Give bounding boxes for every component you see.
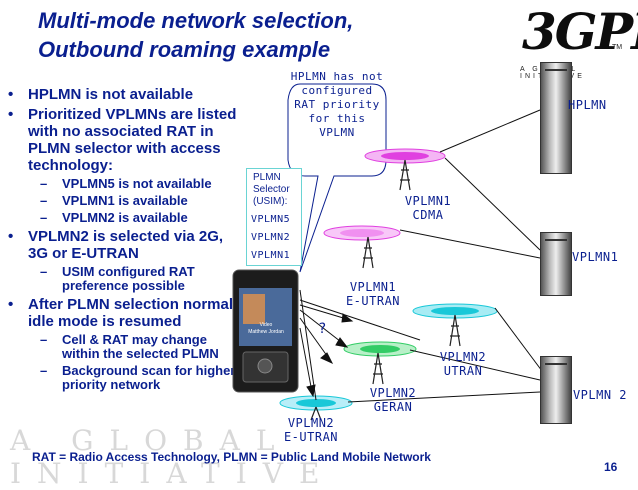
sub-bullet-item: Background scan for higher priority netw… [6,364,238,392]
title-line-2: Outbound roaming example [38,37,331,62]
sub-bullet-item: USIM configured RAT preference possible [6,265,238,293]
watermark-text: A GLOBAL INITIATIVE [10,424,336,490]
vplmn2-server [540,356,572,424]
sub-bullet-item: VPLMN1 is available [6,194,238,209]
network-diagram [232,83,546,421]
cell-label-eutran1: VPLMN1 E-UTRAN [345,280,401,308]
hplmn-server [540,62,572,174]
bullet-item: HPLMN is not available [6,86,238,103]
plmn-selector-box: PLMN Selector (USIM): VPLMN5 VPLMN2 VPLM… [246,168,302,266]
phone-screen-name: Matthew Jordan [248,329,284,335]
sub-bullet-item: Cell & RAT may change within the selecte… [6,333,238,361]
hplmn-label: HPLMN [568,98,607,112]
plmn-selector-item: VPLMN5 [251,214,291,225]
logo-tm: TM [612,44,623,51]
footer-note: RAT = Radio Access Technology, PLMN = Pu… [32,450,431,464]
question-mark: ? [318,321,327,337]
3gpp-logo: 3GPP [522,2,638,61]
tower-utran [449,314,461,347]
mobile-phone [232,269,299,393]
tower-eutran2 [310,406,322,421]
bullet-item: VPLMN2 is selected via 2G, 3G or E-UTRAN [6,228,238,262]
vplmn1-label: VPLMN1 [572,250,619,264]
plmn-selector-item: VPLMN1 [251,250,291,261]
bullet-item: After PLMN selection normal idle mode is… [6,296,238,330]
tower-cdma [399,159,411,191]
phone-screen-caption: Video [259,322,273,328]
bullet-item: Prioritized VPLMNs are listed with no as… [6,106,238,174]
plmn-selector-header: PLMN Selector (USIM): [253,172,290,207]
sub-bullet-item: VPLMN2 is available [6,211,238,226]
tower-eutran1 [362,236,374,269]
cell-label-geran: VPLMN2 GERAN [369,386,417,414]
slide-title: Multi-mode network selection, Outbound r… [38,6,458,64]
vplmn1-server [540,232,572,296]
callout-bubble [287,83,387,273]
plmn-selector-item: VPLMN2 [251,232,291,243]
callout-text: HPLMN has not configured RAT priority fo… [290,70,384,139]
vplmn2-label: VPLMN 2 [572,388,628,402]
cell-label-cdma: VPLMN1 CDMA [404,194,452,222]
cell-label-utran: VPLMN2 UTRAN [439,350,487,378]
page-number: 16 [604,460,618,474]
cell-label-eutran2: VPLMN2 E-UTRAN [283,416,339,444]
sub-bullet-item: VPLMN5 is not available [6,177,238,192]
bullet-list: HPLMN is not available Prioritized VPLMN… [6,86,238,395]
tower-geran [372,352,384,385]
title-line-1: Multi-mode network selection, [38,8,354,33]
